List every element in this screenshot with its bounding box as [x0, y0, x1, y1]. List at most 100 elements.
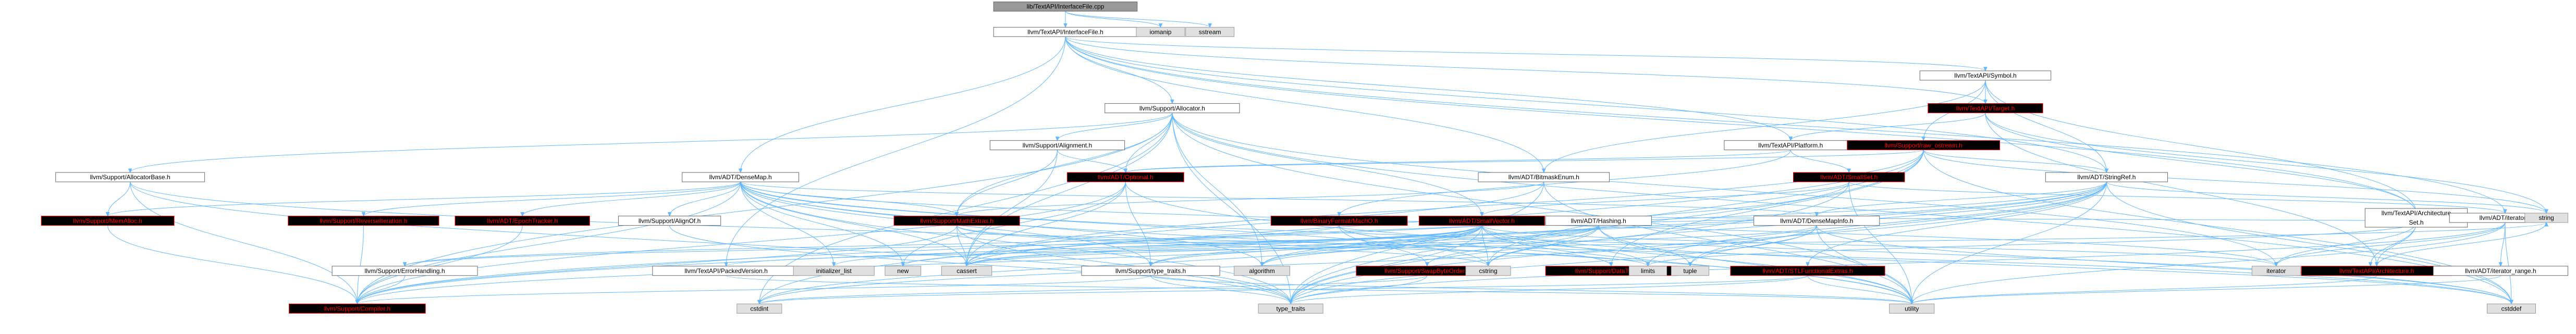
node-label: llvm/TextAPI/Platform.h: [1758, 142, 1823, 149]
node-smallset[interactable]: llvm/ADT/SmallSet.h: [1793, 172, 1905, 182]
node-box: [455, 216, 590, 226]
edge-arrowhead: [2104, 168, 2109, 174]
node-packedversion[interactable]: llvm/TextAPI/PackedVersion.h: [652, 266, 800, 276]
node-box: [1730, 266, 1885, 276]
node-label: cstring: [1479, 267, 1497, 275]
node-hashing[interactable]: llvm/ADT/Hashing.h: [1545, 216, 1652, 226]
node-target[interactable]: llvm/TextAPI/Target.h: [1928, 103, 2043, 114]
dependency-edge: [402, 225, 1599, 267]
node-cassert: cassert: [941, 266, 992, 276]
node-iterrange[interactable]: llvm/ADT/iterator_range.h: [2433, 266, 2569, 276]
node-iteratorsys: iterator: [2251, 266, 2301, 276]
node-optional[interactable]: llvm/ADT/Optional.h: [1066, 172, 1184, 182]
dependency-edge: [954, 181, 1544, 217]
node-reverseiter[interactable]: llvm/Support/ReverseIteration.h: [288, 216, 439, 226]
edge-arrowhead: [1597, 225, 1601, 230]
edge-arrowhead: [1609, 262, 1613, 267]
edge-arrowhead: [738, 168, 743, 174]
node-raw_ostream[interactable]: llvm/Support/raw_ostream.h: [1847, 140, 2001, 151]
edge-arrowhead: [1063, 23, 1068, 28]
dependency-edge: [2106, 181, 2548, 214]
dependency-edge: [956, 225, 969, 267]
dependency-edge: [1848, 182, 1914, 305]
edge-arrowhead: [2509, 300, 2513, 305]
node-label: cstdint: [750, 305, 768, 312]
node-box: [1753, 216, 1880, 226]
dependency-edge: [355, 275, 406, 305]
node-densemapinfo[interactable]: llvm/ADT/DenseMapInfo.h: [1753, 216, 1880, 226]
node-stlfunc[interactable]: llvm/ADT/STLFunctionalExtras.h: [1730, 266, 1885, 276]
node-densemap[interactable]: llvm/ADT/DenseMap.h: [682, 172, 800, 182]
dependency-edge: [1065, 11, 1163, 28]
node-label: llvm/ADT/SmallVector.h: [1449, 217, 1514, 225]
node-label: llvm/Support/MathExtras.h: [920, 217, 993, 225]
node-box: [2045, 172, 2168, 182]
node-memalloc[interactable]: llvm/Support/MemAlloc.h: [41, 216, 175, 226]
node-box: [1628, 266, 1667, 276]
dependency-edge: [954, 113, 1173, 217]
dependency-edge: [1481, 225, 2513, 305]
edge-arrowhead: [1148, 262, 1153, 267]
dependency-edge: [964, 225, 1817, 267]
node-errorhandling[interactable]: llvm/Support/ErrorHandling.h: [332, 266, 478, 276]
node-architecture[interactable]: llvm/TextAPI/Architecture.h: [2301, 266, 2452, 276]
node-symbol[interactable]: llvm/TextAPI/Symbol.h: [1919, 70, 2052, 81]
node-box: [41, 216, 175, 226]
node-alignof[interactable]: llvm/Support/AlignOf.h: [618, 216, 721, 226]
dependency-edge: [740, 181, 959, 217]
node-binaryformat[interactable]: llvm/BinaryFormat/MachO.h: [1270, 216, 1408, 226]
node-alignment[interactable]: llvm/Support/Alignment.h: [989, 140, 1125, 151]
node-box: [1545, 216, 1652, 226]
dependency-edge: [1065, 11, 1212, 28]
node-epochtracker[interactable]: llvm/ADT/EpochTracker.h: [455, 216, 590, 226]
node-box: [1066, 172, 1184, 182]
edge-arrowhead: [954, 212, 959, 217]
node-compiler[interactable]: llvm/Support/Compiler.h: [288, 303, 426, 314]
node-label: llvm/ADT/iterator_range.h: [2465, 267, 2536, 275]
node-label: new: [897, 267, 909, 275]
node-label: iterator: [2266, 267, 2286, 275]
dependency-edge: [1057, 150, 1128, 174]
node-bitmaskenum[interactable]: llvm/ADT/BitmaskEnum.h: [1478, 172, 1610, 182]
node-box: [1081, 266, 1220, 276]
node-sstream: sstream: [1185, 27, 1235, 37]
node-box: [1270, 216, 1408, 226]
node-box: [1478, 172, 1610, 182]
dependency-edge: [1123, 150, 1791, 174]
node-label: llvm/Support/raw_ostream.h: [1884, 142, 1962, 149]
edge-arrowhead: [1847, 168, 1851, 174]
node-label: llvm/Support/AllocatorBase.h: [90, 174, 170, 181]
edge-arrowhead: [1814, 212, 1819, 217]
node-label: type_traits: [1276, 305, 1305, 312]
node-label: llvm/ADT/Hashing.h: [1571, 217, 1626, 225]
node-allocator[interactable]: llvm/Support/Allocator.h: [1105, 103, 1240, 114]
node-cstdint: cstdint: [737, 303, 782, 314]
node-label: llvm/ADT/STLFunctionalExtras.h: [1762, 267, 1853, 275]
node-typetraitsh[interactable]: llvm/Support/type_traits.h: [1081, 266, 1220, 276]
dependency-edge: [1481, 225, 2278, 267]
dependency-edge: [757, 275, 1808, 305]
node-swapbyte[interactable]: llvm/Support/SwapByteOrder.h: [1356, 266, 1499, 276]
node-platform[interactable]: llvm/TextAPI/Platform.h: [1724, 140, 1858, 151]
dependency-edge: [1480, 181, 1849, 217]
node-label: llvm/BinaryFormat/MachO.h: [1301, 217, 1378, 225]
node-box: [893, 216, 1020, 226]
node-stringref[interactable]: llvm/ADT/StringRef.h: [2045, 172, 2168, 182]
dependency-edge: [740, 181, 1819, 217]
node-label: limits: [1641, 267, 1655, 275]
edge-arrowhead: [1541, 168, 1546, 174]
node-label: llvm/ADT/DenseMapInfo.h: [1780, 217, 1853, 225]
dependency-edge: [1909, 275, 2377, 305]
node-smallvector[interactable]: llvm/ADT/SmallVector.h: [1418, 216, 1545, 226]
dependency-edge: [355, 225, 1482, 305]
edge-arrowhead: [1983, 67, 1988, 72]
node-label: llvm/Support/Allocator.h: [1139, 105, 1205, 112]
node-ifh[interactable]: llvm/TextAPI/InterfaceFile.h: [993, 27, 1138, 37]
node-label: cstddef: [2501, 305, 2522, 312]
dependency-edge: [361, 181, 741, 217]
edge-arrowhead: [361, 212, 366, 217]
node-utility: utility: [1889, 303, 1935, 314]
node-mathextras[interactable]: llvm/Support/MathExtras.h: [893, 216, 1020, 226]
node-allocbase[interactable]: llvm/Support/AllocatorBase.h: [55, 172, 205, 182]
node-box: [941, 266, 992, 276]
